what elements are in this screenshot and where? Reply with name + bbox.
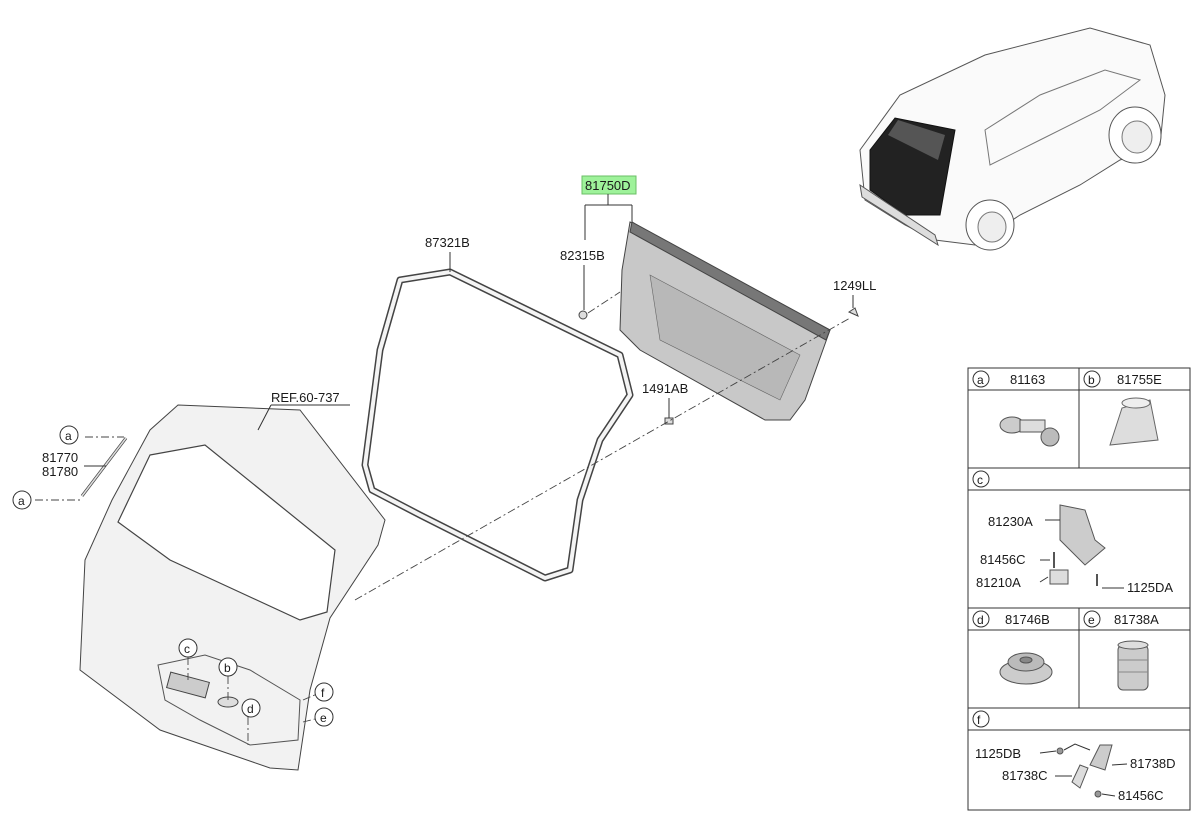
legend-f-81738C[interactable]: 81738C [1002,768,1048,783]
legend-b-code[interactable]: 81755E [1117,372,1162,387]
svg-text:b: b [224,661,231,675]
callout-f[interactable]: f [314,682,334,702]
stopper-81738A-icon [1117,640,1149,691]
legend-c-1125DA[interactable]: 1125DA [1127,580,1173,595]
clip-81163-icon [999,416,1060,447]
callout-c[interactable]: c [178,638,198,658]
legend-letter-d: d [977,613,984,627]
label-81750D[interactable]: 81750D [585,178,631,193]
grommet-81746B-icon [999,652,1053,685]
legend-c-81456C[interactable]: 81456C [980,552,1026,567]
legend-letter-f: f [977,713,981,727]
legend-letter-c: c [977,473,983,487]
legend-e-code[interactable]: 81738A [1114,612,1159,627]
legend-c-81230A[interactable]: 81230A [988,514,1033,529]
svg-text:a: a [18,494,25,508]
legend-a-code[interactable]: 81163 [1010,372,1045,387]
label-1491AB[interactable]: 1491AB [642,381,688,396]
callout-e[interactable]: e [314,707,334,727]
label-81780[interactable]: 81780 [42,464,78,479]
legend-d-code[interactable]: 81746B [1005,612,1050,627]
callout-b[interactable]: b [218,657,238,677]
svg-text:e: e [320,711,327,725]
callout-a-bottom[interactable]: a [12,490,32,510]
legend-c-81210A[interactable]: 81210A [976,575,1021,590]
vehicle-thumbnail [859,27,1166,251]
label-ref-60-737[interactable]: REF.60-737 [271,390,340,405]
svg-text:a: a [65,429,72,443]
legend-f-81456C[interactable]: 81456C [1118,788,1164,803]
legend-table [967,367,1191,811]
legend-letter-b: b [1088,373,1095,387]
svg-text:c: c [184,642,190,656]
label-87321B[interactable]: 87321B [425,235,470,250]
callout-d[interactable]: d [241,698,261,718]
latch-81230A-icon [1039,504,1124,589]
highlight-81750D [581,175,637,195]
svg-text:f: f [321,686,325,700]
label-82315B[interactable]: 82315B [560,248,605,263]
tailgate-panel [79,404,386,771]
legend-letter-e: e [1088,613,1095,627]
trim-panel [619,221,831,421]
label-81770[interactable]: 81770 [42,450,78,465]
callout-a-top[interactable]: a [59,425,79,445]
bumper-81755E-icon [1109,397,1159,446]
bracket-81738D-icon [1039,743,1128,798]
legend-f-1125DB[interactable]: 1125DB [975,746,1021,761]
legend-f-81738D[interactable]: 81738D [1130,756,1176,771]
svg-text:d: d [247,702,254,716]
weatherstrip-seal [361,268,634,582]
label-1249LL[interactable]: 1249LL [833,278,876,293]
legend-letter-a: a [977,373,984,387]
